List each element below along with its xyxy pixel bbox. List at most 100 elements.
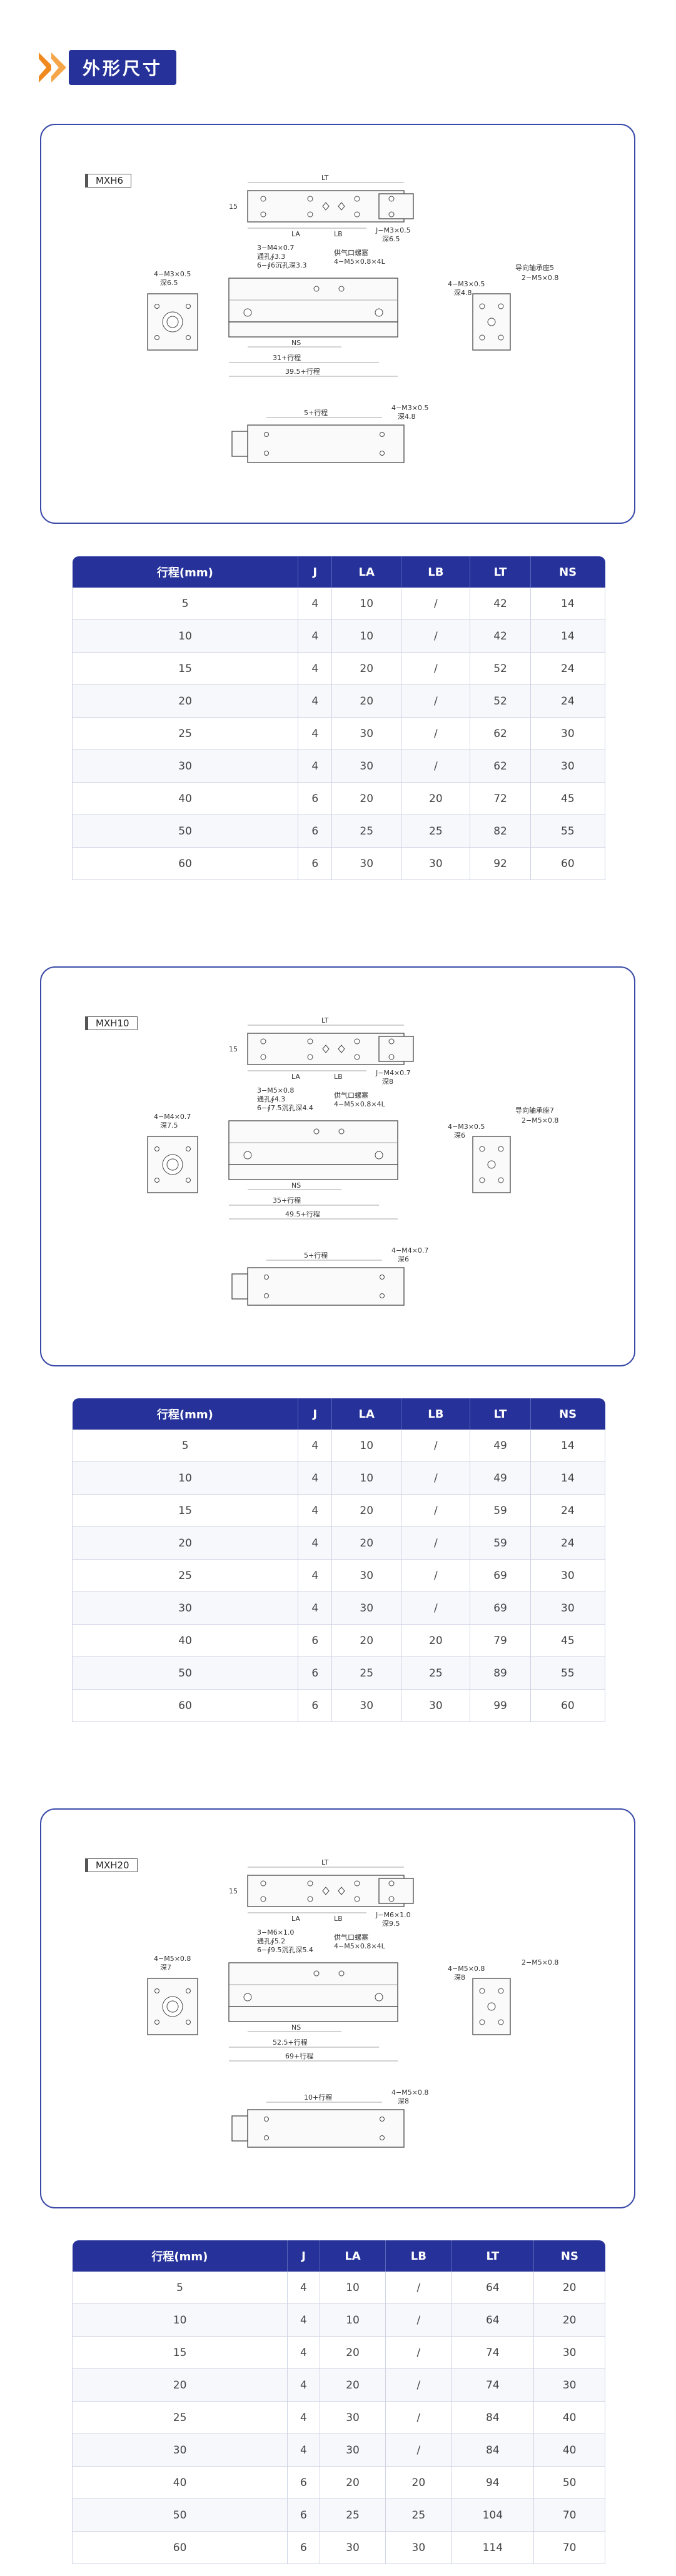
ns-label: NS: [291, 339, 301, 347]
note-m4: 3−M4×0.7: [257, 244, 294, 252]
end-view: 4−M3×0.5深6.5: [147, 270, 198, 351]
table-cell: 55: [530, 814, 606, 848]
table-cell: 6: [298, 1689, 333, 1722]
note-stop: 导向轴承座5: [515, 263, 554, 272]
column-header: LA: [331, 1398, 402, 1430]
table-cell: 74: [451, 2336, 535, 2369]
model-label: MXH20: [85, 1858, 138, 1872]
table-cell: 72: [470, 782, 531, 815]
stroke-dim-1: 52.5+行程: [273, 2038, 308, 2047]
table-cell: 60: [530, 1689, 606, 1722]
table-cell: 30: [530, 717, 606, 750]
note-m4: 3−M5×0.8: [257, 1086, 294, 1095]
stroke-dim-1: 35+行程: [273, 1196, 301, 1205]
table-cell: 4: [298, 619, 333, 653]
table-cell: 94: [451, 2466, 535, 2499]
table-cell: /: [385, 2433, 452, 2467]
table-cell: 5: [71, 1430, 299, 1462]
table-cell: 6: [298, 1656, 333, 1690]
table-cell: 15: [71, 1494, 299, 1527]
stroke-dim-3: 10+行程: [304, 2093, 332, 2102]
table-cell: 4: [298, 717, 333, 750]
table-cell: 25: [71, 1559, 299, 1592]
table-cell: 4: [298, 1591, 333, 1625]
table-cell: 6: [298, 1624, 333, 1657]
front-view: 3−M6×1.0通孔∮5.26−∮9.5沉孔深5.4供气口螺塞4−M5×0.8×…: [228, 1928, 398, 2062]
front-view: 3−M4×0.7通孔∮3.36−∮6沉孔深3.3供气口螺塞4−M5×0.8×4L…: [228, 244, 398, 377]
ns-label: NS: [291, 1181, 301, 1190]
table-cell: 4: [287, 2401, 320, 2434]
la-label: LA: [291, 1915, 300, 1923]
table-cell: 10: [320, 2303, 386, 2337]
table-cell: 25: [401, 814, 471, 848]
table-cell: 40: [533, 2401, 605, 2434]
table-cell: 6: [287, 2466, 320, 2499]
table-cell: 45: [530, 1624, 606, 1657]
table-cell: 4: [298, 684, 333, 718]
table-cell: 24: [530, 684, 606, 718]
table-cell: 20: [71, 684, 299, 718]
table-cell: 59: [470, 1526, 531, 1560]
column-header: NS: [530, 1398, 605, 1430]
note-m5: 4−M5×0.8×4L: [334, 1942, 386, 1950]
table-cell: 99: [470, 1689, 531, 1722]
table-cell: 62: [470, 717, 531, 750]
table-cell: /: [401, 588, 471, 620]
column-header: LB: [401, 556, 471, 588]
table-cell: 30: [385, 2531, 452, 2564]
table-cell: /: [401, 749, 471, 783]
stroke-dim-3: 5+行程: [304, 409, 328, 417]
table-cell: 6: [287, 2531, 320, 2564]
column-header: LA: [331, 556, 402, 588]
table-cell: 4: [287, 2272, 320, 2304]
model-label: MXH6: [85, 174, 132, 188]
lb-label: LB: [334, 1915, 343, 1923]
table-cell: 4: [287, 2303, 320, 2337]
table-cell: 62: [470, 749, 531, 783]
note-tk: 通孔∮3.3: [257, 253, 285, 261]
table-cell: 10: [331, 1461, 402, 1495]
note-tk: 通孔∮5.2: [257, 1937, 285, 1945]
table-cell: 10: [71, 2303, 288, 2337]
lt-label: LT: [321, 174, 329, 182]
table-cell: 104: [451, 2498, 535, 2532]
table-cell: /: [385, 2401, 452, 2434]
note-side-sub: 深7.5: [160, 1121, 178, 1130]
la-label: LA: [291, 230, 300, 238]
table-cell: 60: [71, 2531, 288, 2564]
table-cell: 6: [298, 847, 333, 880]
table-cell: 64: [451, 2272, 535, 2304]
table-cell: 42: [470, 619, 531, 653]
note-side-sub: 深6.5: [160, 279, 178, 287]
table-cell: 30: [401, 1689, 471, 1722]
table-cell: 50: [71, 1656, 299, 1690]
table-cell: 20: [331, 684, 402, 718]
table-cell: 6: [298, 814, 333, 848]
column-header: LB: [385, 2240, 452, 2272]
dim-height: 15: [229, 1887, 238, 1895]
stroke-dim-1: 31+行程: [273, 354, 301, 362]
table-cell: 10: [331, 1430, 402, 1462]
table-cell: 49: [470, 1461, 531, 1495]
table-cell: 30: [71, 2433, 288, 2467]
table-cell: 4: [298, 1494, 333, 1527]
table-cell: 4: [298, 652, 333, 685]
table-cell: 40: [71, 2466, 288, 2499]
table-cell: 42: [470, 588, 531, 620]
chevron-icon: [39, 53, 66, 83]
table-cell: 60: [530, 847, 606, 880]
table-cell: 20: [401, 782, 471, 815]
table-cell: 20: [331, 1624, 402, 1657]
table-cell: 20: [320, 2466, 386, 2499]
column-header: NS: [530, 556, 605, 588]
